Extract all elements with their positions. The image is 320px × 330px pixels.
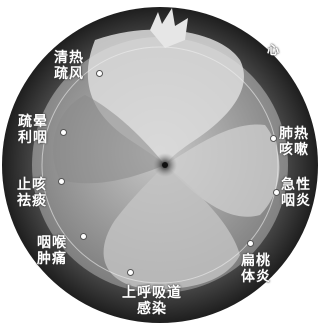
label-bian-tao-ti-yan: 扁桃 体炎 xyxy=(241,253,271,285)
right-petal xyxy=(165,124,280,217)
label-ji-xing-yan-yan: 急性 咽炎 xyxy=(281,177,311,209)
label-partial-top-right: 心 xyxy=(267,43,281,57)
center-dot xyxy=(162,162,168,168)
marker-dot xyxy=(247,240,254,247)
label-zhi-ke-qu-tan: 止咳 祛痰 xyxy=(17,177,47,209)
marker-dot xyxy=(270,135,277,142)
marker-dot xyxy=(273,189,280,196)
marker-dot xyxy=(127,269,134,276)
left-shade xyxy=(53,95,165,184)
lower-petal xyxy=(103,165,240,290)
marker-dot xyxy=(96,70,103,77)
label-shu-yun-li-yan: 疏晕 利咽 xyxy=(18,114,48,146)
marker-dot xyxy=(60,129,67,136)
marker-dot xyxy=(58,178,65,185)
label-qing-re-shu-feng: 清热 疏风 xyxy=(54,50,84,82)
leaf-icon xyxy=(150,8,188,48)
label-fei-re-ke-sou: 肺热 咳嗽 xyxy=(279,126,309,158)
label-yan-hou-zhong-tong: 咽喉 肿痛 xyxy=(37,235,67,267)
inner-track xyxy=(41,46,279,284)
marker-dot xyxy=(80,233,87,240)
label-shang-hu-xi-dao: 上呼吸道 感染 xyxy=(122,285,182,317)
